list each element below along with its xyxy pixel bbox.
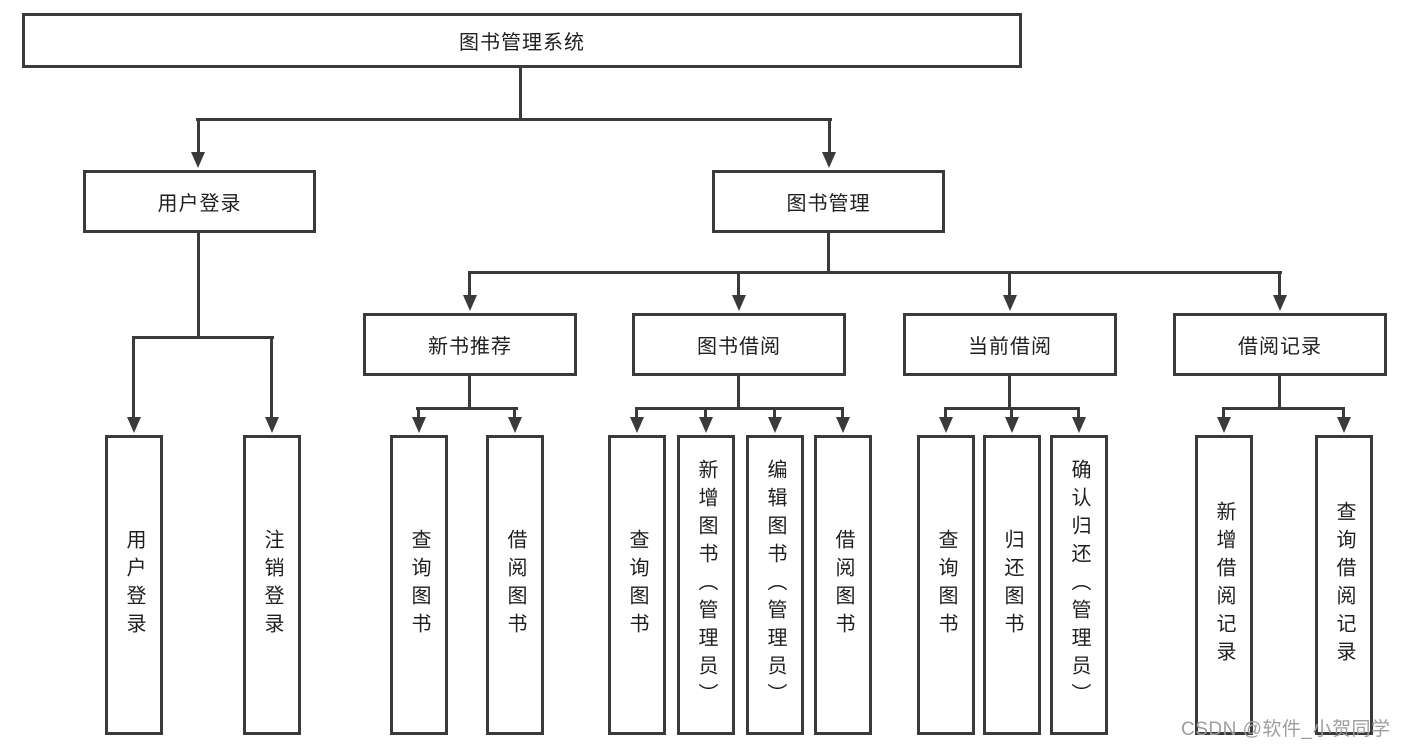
connector-root-stem <box>519 68 522 120</box>
connector-borrow-drop-2 <box>704 407 707 419</box>
connector-root-drop-left <box>197 118 200 154</box>
connector-newbook-drop-1 <box>417 407 420 419</box>
connector-userlogin-stem <box>197 233 200 339</box>
connector-current-stem <box>1008 376 1011 410</box>
connector-bookmgmt-drop-2 <box>737 271 740 297</box>
connector-bookmgmt-drop-1 <box>468 271 471 297</box>
connector-current-drop-3 <box>1077 407 1080 419</box>
node-new-book-recommendation: 新书推荐 <box>363 313 577 376</box>
arrow-down-icon <box>265 417 279 433</box>
leaf-query-borrow-record: 查询借阅记录 <box>1315 435 1373 735</box>
watermark: CSDN @软件_小贺同学 <box>1181 719 1391 740</box>
node-borrowing-records: 借阅记录 <box>1173 313 1387 376</box>
arrow-down-icon <box>732 295 746 311</box>
node-book-borrowing: 图书借阅 <box>632 313 846 376</box>
arrow-down-icon <box>127 417 141 433</box>
arrow-down-icon <box>1273 295 1287 311</box>
connector-borrow-drop-4 <box>841 407 844 419</box>
connector-bookmgmt-drop-3 <box>1008 271 1011 297</box>
connector-root-split <box>196 118 832 121</box>
arrow-down-icon <box>836 417 850 433</box>
node-book-management: 图书管理 <box>712 170 945 233</box>
arrow-down-icon <box>939 417 953 433</box>
connector-records-drop-1 <box>1222 407 1225 419</box>
leaf-edit-books-admin: 编辑图书（管理员） <box>746 435 804 735</box>
connector-records-stem <box>1278 376 1281 410</box>
connector-records-split <box>1222 407 1345 410</box>
connector-userlogin-split <box>132 336 274 339</box>
arrow-down-icon <box>1217 417 1231 433</box>
node-library-management-system: 图书管理系统 <box>22 13 1022 68</box>
arrow-down-icon <box>1337 417 1351 433</box>
leaf-logout: 注销登录 <box>243 435 301 735</box>
node-user-login: 用户登录 <box>83 170 316 233</box>
leaf-query-books-current: 查询图书 <box>917 435 975 735</box>
connector-bookmgmt-stem <box>827 233 830 274</box>
connector-root-drop-right <box>828 118 831 154</box>
node-current-borrowing: 当前借阅 <box>903 313 1117 376</box>
arrow-down-icon <box>822 152 836 168</box>
arrow-down-icon <box>412 417 426 433</box>
connector-borrow-split <box>635 407 844 410</box>
connector-newbook-split <box>416 407 518 410</box>
arrow-down-icon <box>463 295 477 311</box>
arrow-down-icon <box>1005 417 1019 433</box>
arrow-down-icon <box>1072 417 1086 433</box>
arrow-down-icon <box>191 152 205 168</box>
arrow-down-icon <box>630 417 644 433</box>
connector-userlogin-drop-1 <box>132 336 135 419</box>
arrow-down-icon <box>699 417 713 433</box>
connector-userlogin-drop-2 <box>270 336 273 419</box>
connector-borrow-drop-1 <box>635 407 638 419</box>
leaf-borrow-books-newbook: 借阅图书 <box>486 435 544 735</box>
connector-borrow-drop-3 <box>773 407 776 419</box>
connector-records-drop-2 <box>1342 407 1345 419</box>
connector-current-drop-2 <box>1010 407 1013 419</box>
connector-borrow-stem <box>737 376 740 410</box>
arrow-down-icon <box>768 417 782 433</box>
leaf-query-books-newbook: 查询图书 <box>390 435 448 735</box>
leaf-add-borrow-record: 新增借阅记录 <box>1195 435 1253 735</box>
leaf-query-books-borrow: 查询图书 <box>608 435 666 735</box>
leaf-borrow-books: 借阅图书 <box>814 435 872 735</box>
arrow-down-icon <box>1003 295 1017 311</box>
leaf-return-books: 归还图书 <box>983 435 1041 735</box>
connector-newbook-stem <box>468 376 471 410</box>
connector-newbook-drop-2 <box>513 407 516 419</box>
connector-bookmgmt-split <box>468 271 1282 274</box>
leaf-confirm-return-admin: 确认归还（管理员） <box>1050 435 1108 735</box>
connector-current-drop-1 <box>944 407 947 419</box>
leaf-add-books-admin: 新增图书（管理员） <box>677 435 735 735</box>
arrow-down-icon <box>508 417 522 433</box>
leaf-user-login: 用户登录 <box>105 435 163 735</box>
connector-bookmgmt-drop-4 <box>1278 271 1281 297</box>
